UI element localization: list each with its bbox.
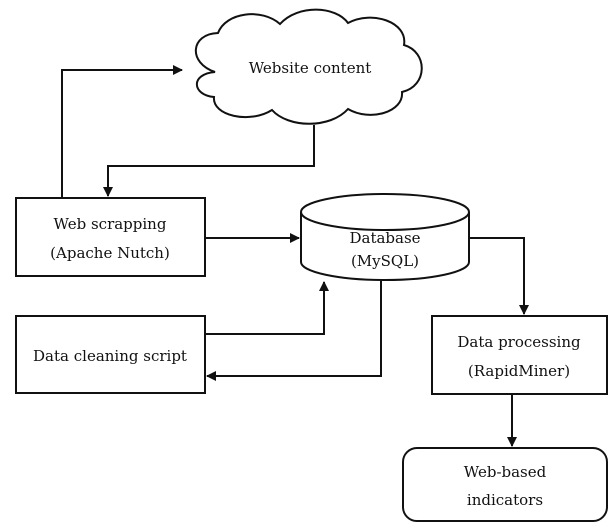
data-cleaning-node: Data cleaning script <box>15 315 206 394</box>
data-processing-box <box>431 315 608 395</box>
web-indicators-title: Web-based <box>464 463 547 481</box>
website-content-label: Website content <box>249 59 372 77</box>
web-scrapping-box <box>15 197 206 277</box>
arrow-scrapper-to-website <box>61 65 183 198</box>
database-subtitle: (MySQL) <box>351 252 419 270</box>
web-indicators-node: Web-based indicators <box>402 447 608 522</box>
data-processing-subtitle: (RapidMiner) <box>468 362 570 380</box>
web-indicators-box <box>402 447 608 522</box>
database-cylinder-body <box>300 212 470 281</box>
database-node: Database (MySQL) <box>300 193 470 281</box>
arrow-database-to-processing <box>469 237 529 315</box>
database-cylinder-top <box>300 193 470 231</box>
arrow-cleaning-to-database <box>205 281 329 335</box>
web-indicators-subtitle: indicators <box>467 491 543 509</box>
data-cleaning-box <box>15 315 206 394</box>
data-processing-node: Data processing (RapidMiner) <box>431 315 608 395</box>
arrow-database-to-cleaning <box>206 280 382 381</box>
web-scrapping-title: Web scrapping <box>54 215 167 233</box>
data-cleaning-label: Data cleaning script <box>33 347 187 365</box>
web-scrapping-node: Web scrapping (Apache Nutch) <box>15 197 206 277</box>
website-content-cloud: Website content <box>194 8 423 125</box>
cloud-shape <box>194 8 423 125</box>
data-processing-title: Data processing <box>457 333 581 351</box>
web-scrapping-subtitle: (Apache Nutch) <box>50 244 170 262</box>
arrow-website-to-scrapper <box>103 125 315 197</box>
database-title: Database <box>349 229 420 247</box>
